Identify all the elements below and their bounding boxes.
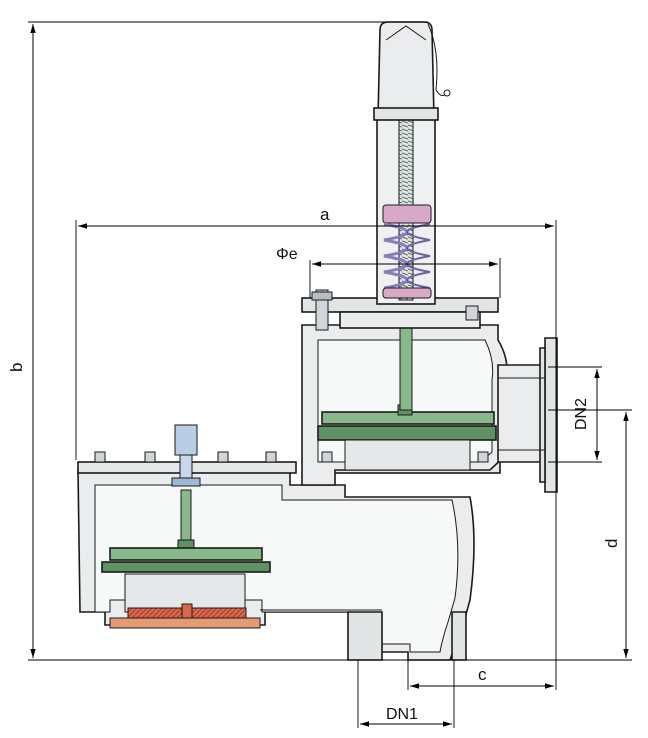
label-dn1: DN1 xyxy=(386,706,418,723)
bolt-head xyxy=(94,451,106,463)
label-a: a xyxy=(320,205,330,224)
pressure-pallet xyxy=(317,309,497,471)
spring-bonnet xyxy=(301,21,499,331)
bolt-head xyxy=(144,451,156,463)
label-phi-e: Φe xyxy=(276,246,298,263)
label-b: b xyxy=(7,363,26,372)
bolt-head xyxy=(321,451,333,463)
spring xyxy=(382,204,432,299)
bolt-head xyxy=(217,451,229,463)
label-dn2: DN2 xyxy=(573,398,590,430)
dimensions xyxy=(28,21,632,728)
pallet-disc xyxy=(109,547,263,561)
pallet-guide-nut xyxy=(174,424,198,456)
seat-ring xyxy=(109,617,261,629)
cover-bolts xyxy=(94,451,489,463)
label-c: c xyxy=(478,665,487,684)
vacuum-pallet xyxy=(101,424,271,629)
dimension-labels: a b c d Φe DN2 DN1 xyxy=(7,205,621,723)
bolt-head xyxy=(265,451,277,463)
pallet-stem xyxy=(180,489,192,546)
label-d: d xyxy=(602,539,621,548)
bolt-head xyxy=(477,451,489,463)
